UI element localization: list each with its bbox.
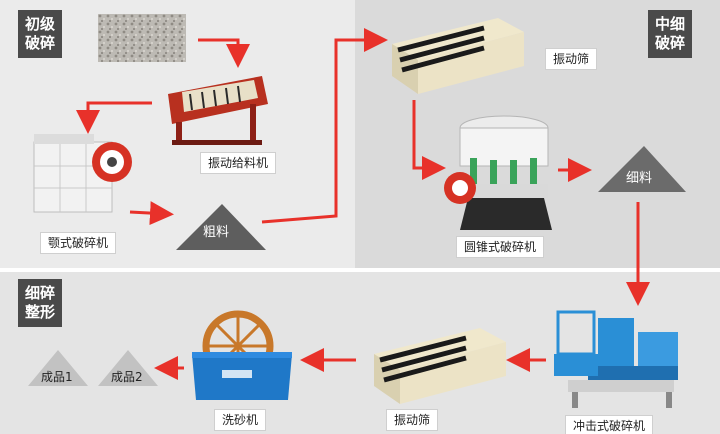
sand-washer-image [192,310,292,400]
coarse-pile-label: 粗料 [203,225,230,240]
label-vibrating-screen-bottom: 振动筛 [386,409,439,431]
impact-crusher-image [554,310,678,408]
label-cone-crusher: 圆锥式破碎机 [456,236,545,258]
arrow-screen-to-cone [412,100,446,180]
coarse-material-pile [176,204,266,250]
arrow-stone-to-feeder [198,38,250,68]
arrow-jaw-to-coarse [129,201,174,226]
arrow-coarse-to-screen [261,28,388,224]
fine-pile-label: 细料 [626,171,653,186]
label-impact-crusher: 冲击式破碎机 [565,415,654,434]
stage-tag-secondary: 中细破碎 [648,10,693,58]
product2-label: 成品2 [111,370,143,384]
raw-stone-image [98,14,186,62]
product1-label: 成品1 [41,370,73,384]
cone-crusher-image [444,115,552,230]
label-jaw-crusher: 颚式破碎机 [40,232,117,254]
vibrating-screen-bottom-image [374,328,506,404]
fine-material-pile [598,146,686,192]
vibrating-screen-top-image [392,18,524,94]
label-vibrating-screen-top: 振动筛 [545,48,598,70]
label-sand-washer: 洗砂机 [214,409,267,431]
product2-pile [98,350,158,386]
stage-tag-primary: 初级破碎 [18,10,63,58]
label-vibrating-feeder: 振动给料机 [200,152,277,174]
product1-pile [28,350,88,386]
vibrating-feeder-image [168,76,268,145]
jaw-crusher-image [33,134,132,213]
stage-tag-shaping: 细碎整形 [18,279,63,327]
arrow-feeder-to-jaw [76,101,152,134]
